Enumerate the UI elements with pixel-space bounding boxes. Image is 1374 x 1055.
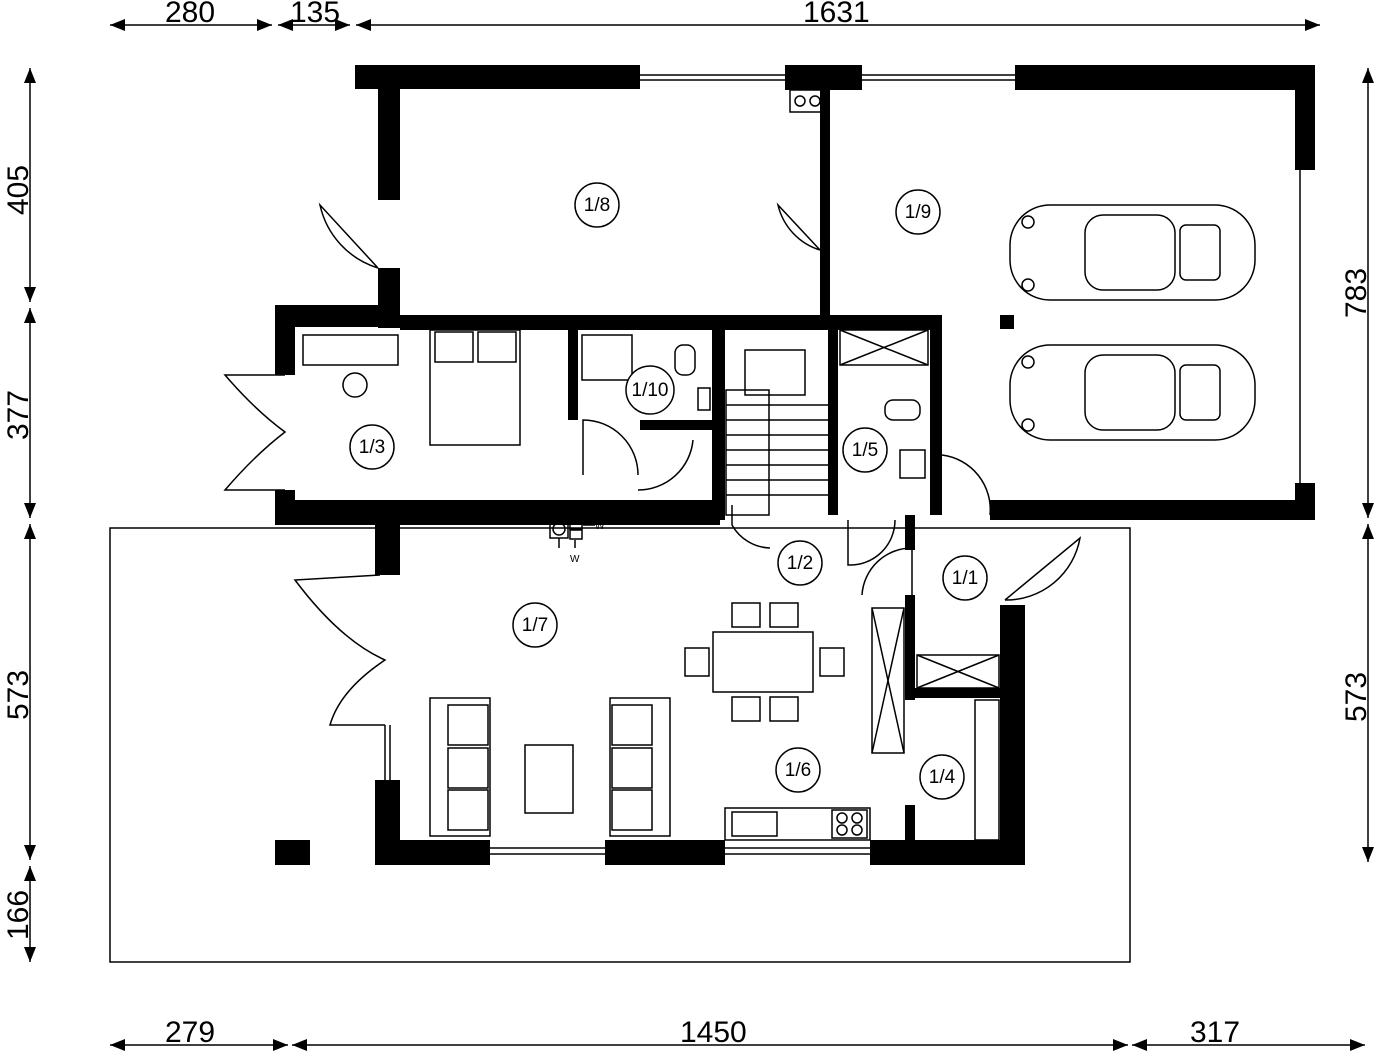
chair-1-3 — [342, 372, 368, 398]
dim-left-573: 573 — [2, 670, 35, 720]
kitchen-counter — [724, 807, 871, 841]
room-1-8: 1/8 — [574, 182, 620, 228]
room-1-10: 1/10 — [625, 365, 675, 415]
svg-text:1/9: 1/9 — [905, 202, 931, 223]
room-1-6: 1/6 — [775, 747, 821, 793]
svg-text:1/3: 1/3 — [359, 437, 385, 458]
stair-treads — [726, 404, 828, 496]
dim-bottom-279: 279 — [165, 1016, 215, 1049]
room-1-4: 1/4 — [919, 754, 965, 800]
sofa-right — [609, 697, 671, 837]
dim-top-135: 135 — [290, 0, 340, 29]
doors — [223, 202, 1082, 726]
terrace-outline — [109, 527, 1131, 963]
kitchen-sink — [731, 811, 778, 837]
room-1-7: 1/7 — [512, 602, 558, 648]
walls — [275, 65, 1315, 865]
svg-text:1/2: 1/2 — [787, 553, 813, 574]
sink-1-5 — [899, 449, 926, 479]
wardrobe-1-4 — [916, 654, 1000, 689]
room-1-1: 1/1 — [942, 555, 988, 601]
dim-bottom-1450: 1450 — [680, 1016, 747, 1049]
stairs — [725, 389, 770, 516]
chimney — [789, 89, 826, 113]
dim-right-783: 783 — [1340, 268, 1373, 318]
toilet-1-5 — [884, 399, 921, 421]
svg-text:1/8: 1/8 — [584, 195, 610, 216]
room-1-9: 1/9 — [895, 189, 941, 235]
dim-left-405: 405 — [2, 165, 35, 215]
svg-text:1/5: 1/5 — [852, 440, 878, 461]
w-label-below: W — [570, 554, 580, 565]
utility-connection: W W — [549, 519, 605, 565]
svg-text:1/7: 1/7 — [522, 615, 548, 636]
svg-text:1/6: 1/6 — [785, 760, 811, 781]
room-1-3: 1/3 — [349, 424, 395, 470]
car-bottom — [1009, 344, 1256, 441]
sink-1-10 — [697, 387, 711, 411]
furniture — [302, 89, 1000, 841]
svg-text:1/1: 1/1 — [952, 568, 978, 589]
dim-left-377: 377 — [2, 390, 35, 440]
desk-1-3 — [302, 334, 399, 366]
dining-table — [712, 631, 814, 693]
w-label-right: W — [595, 521, 605, 532]
sofa-left — [429, 697, 491, 837]
toilet-1-10 — [674, 344, 696, 376]
cooktop — [831, 809, 868, 839]
dim-right-573: 573 — [1340, 672, 1373, 722]
shaft-1-5 — [839, 329, 929, 366]
dim-bottom-317: 317 — [1190, 1016, 1240, 1049]
dim-top-280: 280 — [165, 0, 215, 29]
windows — [384, 74, 1301, 855]
room-1-2: 1/2 — [777, 540, 823, 586]
dimension-bottom: 279 1450 317 — [110, 1016, 1365, 1051]
coffee-table — [524, 744, 574, 814]
dim-top-1631: 1631 — [803, 0, 870, 29]
svg-text:1/4: 1/4 — [929, 767, 956, 788]
svg-text:1/10: 1/10 — [632, 380, 669, 401]
bed — [429, 329, 521, 446]
dimension-left: 405 377 573 166 — [2, 68, 36, 962]
closet-1-4 — [974, 699, 1000, 841]
room-1-5: 1/5 — [842, 427, 888, 473]
dim-left-166: 166 — [2, 890, 35, 940]
wardrobe-1-1 — [871, 607, 905, 754]
dimension-right: 783 573 — [1340, 68, 1374, 862]
car-top — [1009, 204, 1256, 301]
shower — [581, 334, 633, 381]
dimension-top: 280 135 1631 — [110, 0, 1320, 31]
